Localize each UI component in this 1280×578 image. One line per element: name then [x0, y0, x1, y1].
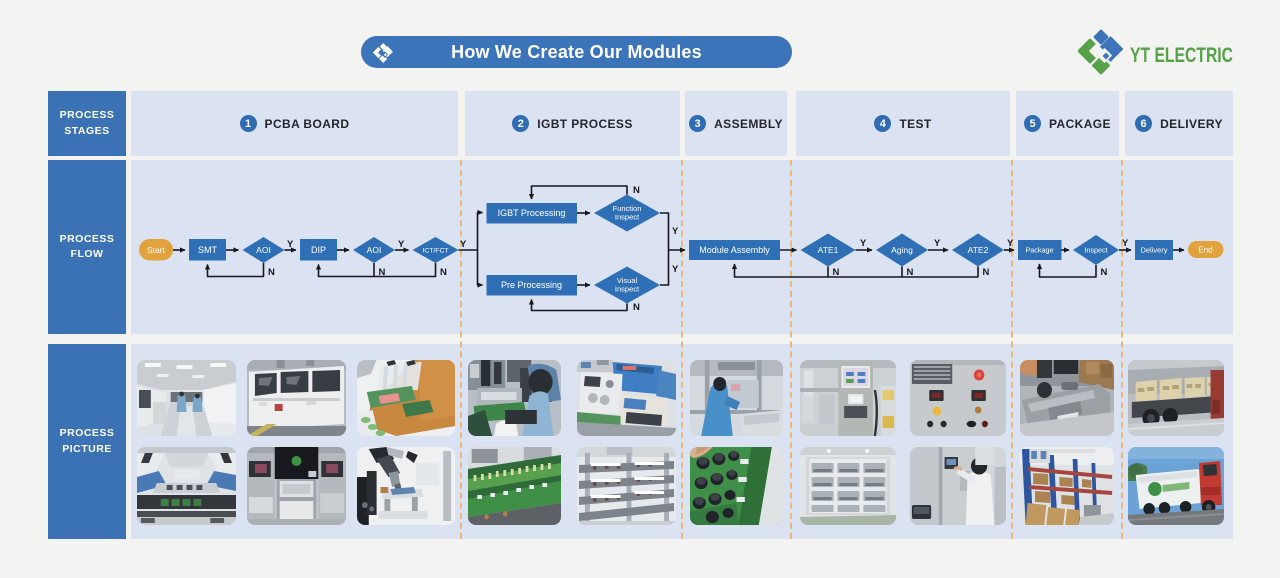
svg-text:N: N [379, 267, 386, 278]
svg-text:Y: Y [1007, 238, 1014, 249]
svg-text:Delivery: Delivery [1140, 246, 1167, 255]
svg-text:Visual: Visual [617, 276, 638, 285]
svg-text:N: N [633, 302, 640, 313]
svg-text:Module Assembly: Module Assembly [699, 245, 770, 255]
svg-text:End: End [1198, 246, 1212, 255]
svg-text:Y: Y [398, 239, 405, 250]
svg-text:ICT/FCT: ICT/FCT [422, 248, 448, 255]
svg-text:Y: Y [460, 239, 467, 250]
svg-text:N: N [268, 267, 275, 278]
svg-text:Aging: Aging [891, 245, 913, 255]
svg-text:ATE1: ATE1 [818, 245, 839, 255]
svg-text:N: N [983, 267, 990, 278]
svg-text:IGBT Processing: IGBT Processing [498, 208, 566, 218]
svg-text:Function: Function [613, 204, 642, 213]
svg-text:N: N [1101, 267, 1108, 278]
svg-text:Y: Y [672, 226, 679, 237]
svg-text:Y: Y [287, 239, 294, 250]
svg-text:Package: Package [1026, 246, 1054, 255]
svg-text:Y: Y [934, 238, 941, 249]
svg-text:Y: Y [860, 238, 867, 249]
svg-text:ATE2: ATE2 [968, 245, 989, 255]
svg-text:Y: Y [672, 264, 679, 275]
svg-text:Inspect: Inspect [615, 213, 640, 222]
svg-text:Y: Y [1122, 238, 1129, 249]
svg-text:DIP: DIP [311, 245, 326, 255]
svg-text:Inspect: Inspect [1084, 246, 1107, 255]
svg-text:N: N [907, 267, 914, 278]
svg-text:AOI: AOI [367, 245, 382, 255]
svg-text:N: N [833, 267, 840, 278]
svg-text:AOI: AOI [256, 245, 271, 255]
svg-text:SMT: SMT [198, 245, 218, 255]
svg-text:Start: Start [147, 245, 166, 255]
svg-text:YT ELECTRIC: YT ELECTRIC [1130, 43, 1233, 67]
svg-text:N: N [633, 185, 640, 196]
svg-text:N: N [440, 267, 447, 278]
svg-text:Inspect: Inspect [615, 285, 640, 294]
svg-text:Pre Processing: Pre Processing [501, 280, 562, 290]
